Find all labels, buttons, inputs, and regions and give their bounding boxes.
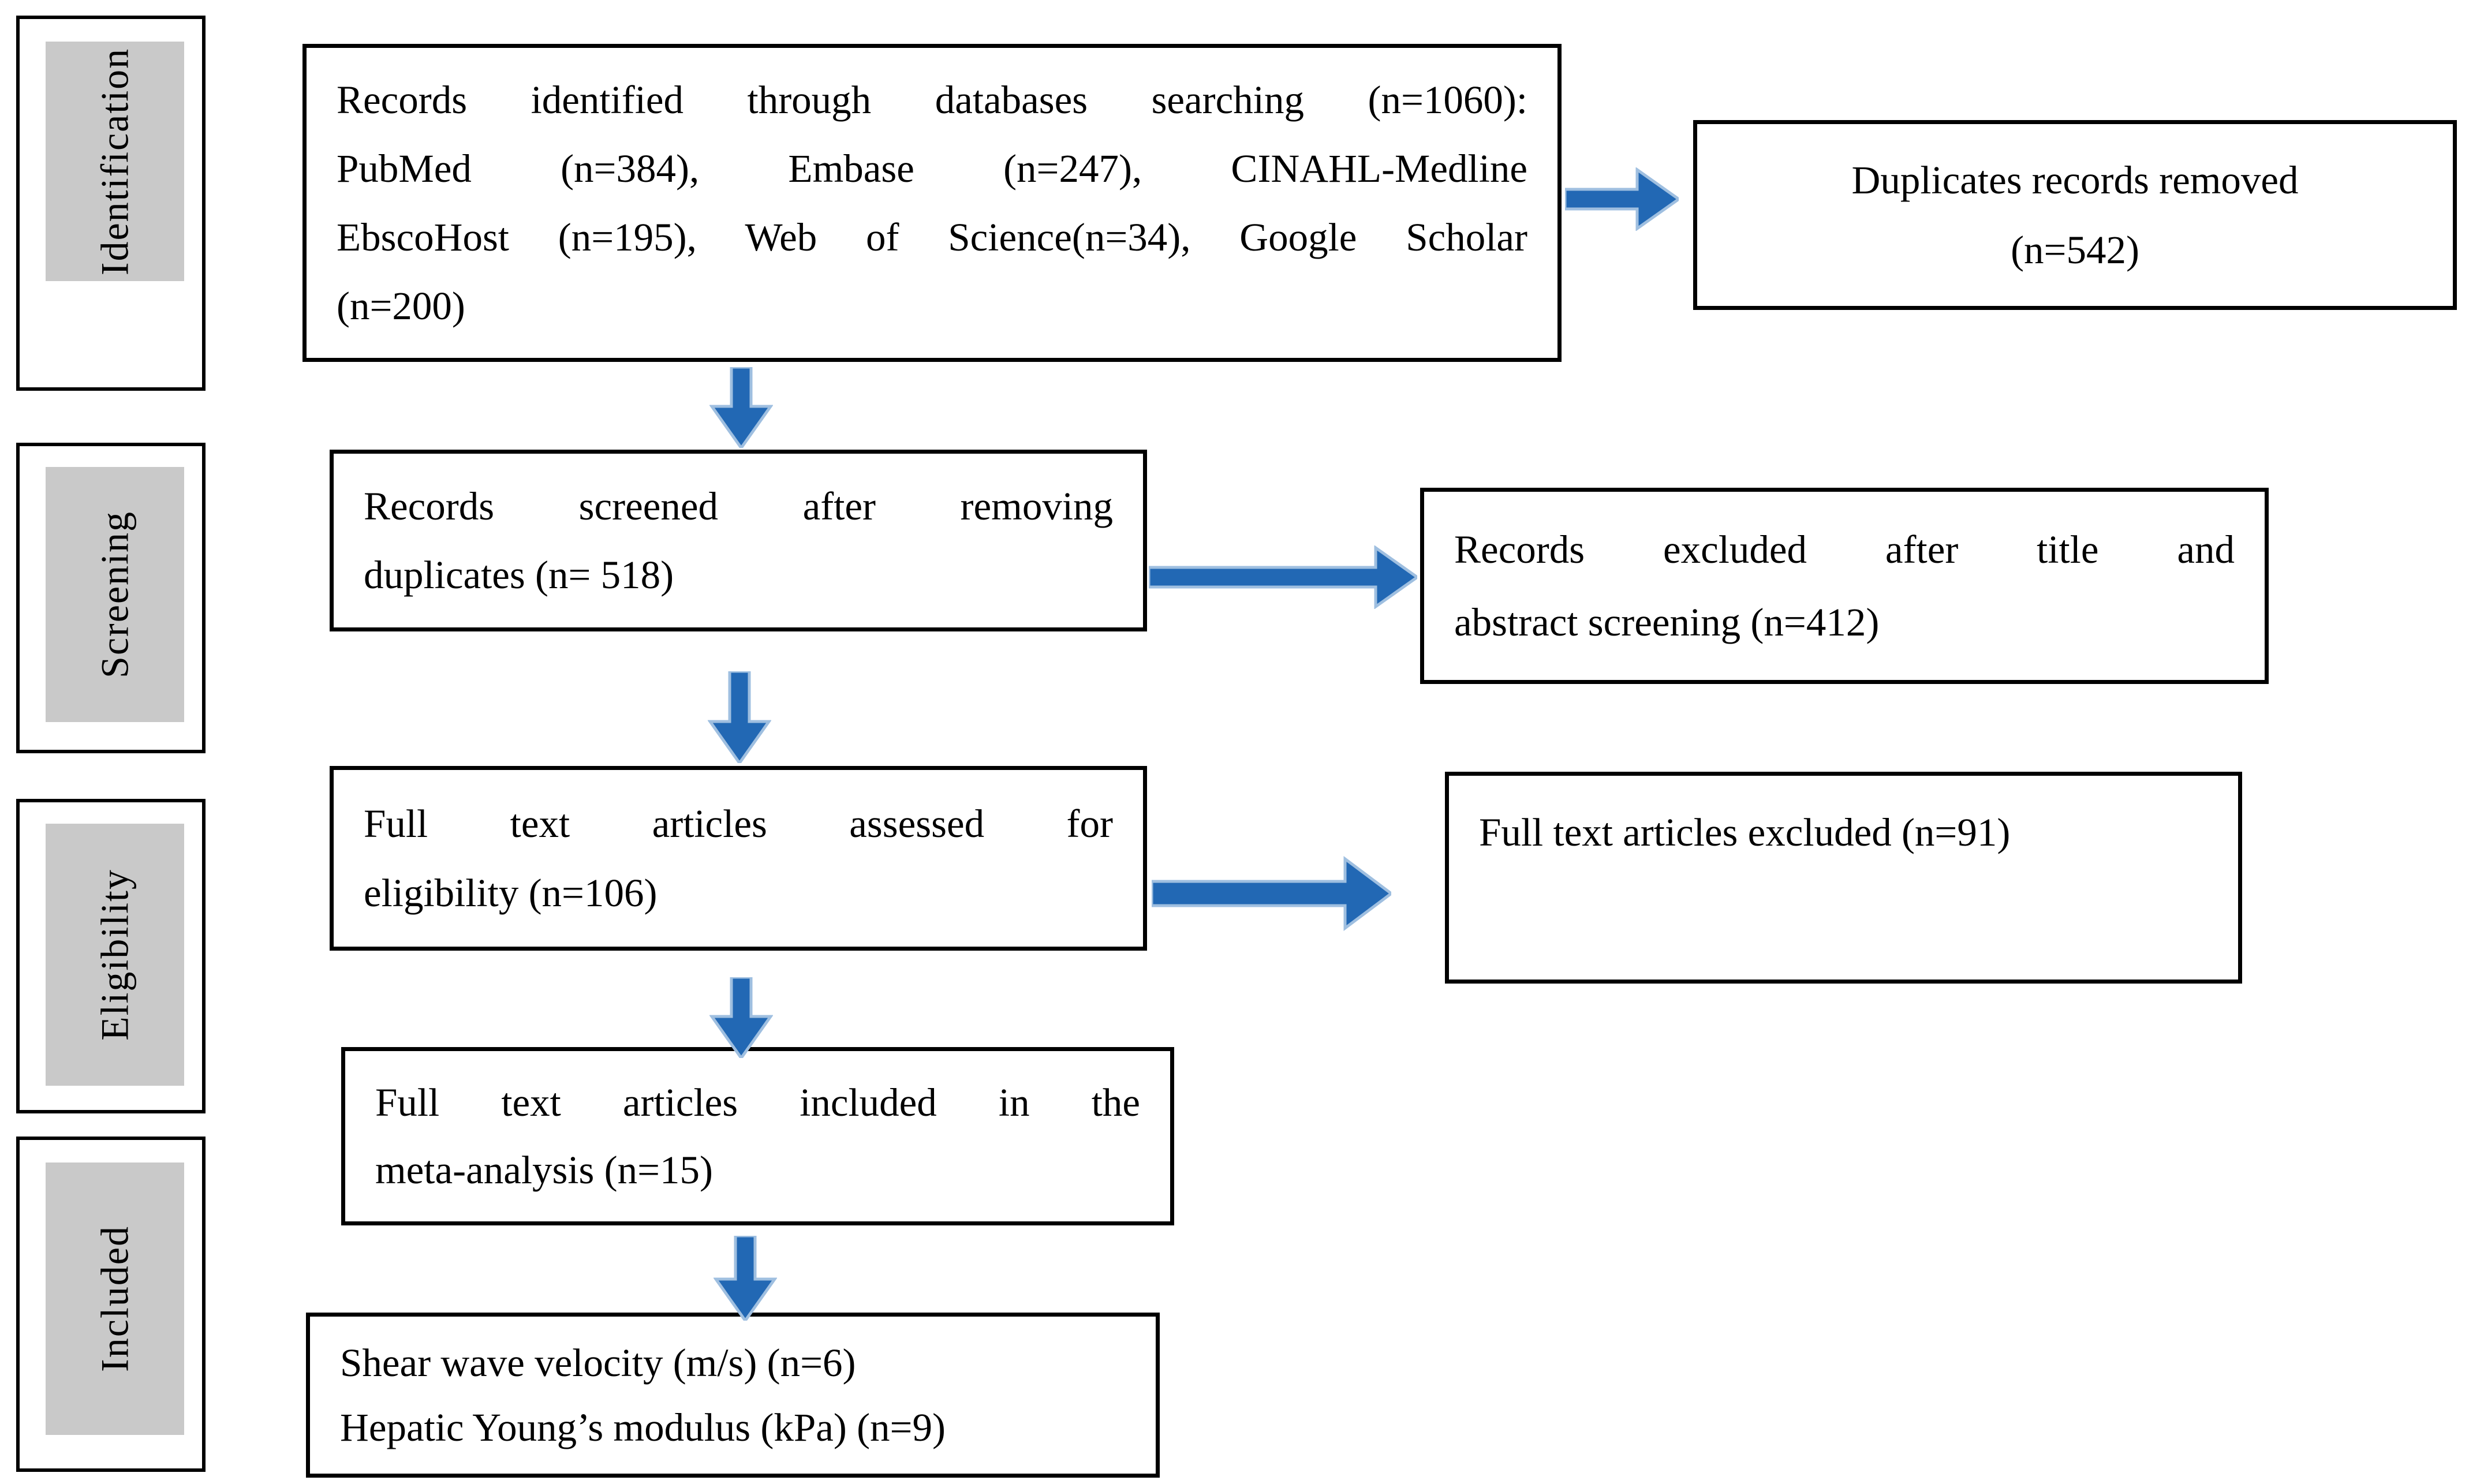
stage-label-eligibility: Eligibility bbox=[92, 869, 137, 1041]
down-arrow-icon bbox=[708, 671, 771, 763]
down-arrow-icon bbox=[709, 367, 773, 448]
records-identified-line: EbscoHost (n=195), Web of Science(n=34),… bbox=[337, 215, 1527, 259]
included-meta-line: Full text articles included in the bbox=[375, 1080, 1140, 1124]
records-screened-line: Records screened after removing bbox=[364, 484, 1113, 529]
arrow-screened-to-assessed-icon bbox=[708, 671, 771, 763]
right-arrow-icon bbox=[1565, 167, 1679, 231]
duplicates-removed-line: Duplicates records removed bbox=[1851, 158, 2299, 203]
box-fulltext-assessed: Full text articles assessed for eligibil… bbox=[330, 766, 1147, 951]
right-arrow-icon bbox=[1152, 856, 1391, 931]
stage-label-included: Included bbox=[92, 1225, 137, 1372]
records-identified-line: (n=200) bbox=[337, 283, 465, 328]
arrow-assessed-to-fulltext-excluded-icon bbox=[1152, 856, 1391, 931]
fulltext-assessed-line: eligibility (n=106) bbox=[364, 870, 658, 915]
arrow-identified-to-duplicates-icon bbox=[1565, 167, 1679, 231]
fulltext-assessed-line: Full text articles assessed for bbox=[364, 801, 1113, 846]
down-arrow-icon bbox=[714, 1236, 777, 1321]
stage-label-screening: Screening bbox=[92, 511, 137, 678]
duplicates-removed-line: (n=542) bbox=[2011, 227, 2139, 272]
stage-fill-eligibility bbox=[46, 824, 184, 1086]
box-duplicates-removed: Duplicates records removed (n=542) bbox=[1693, 120, 2457, 310]
included-meta-line: meta-analysis (n=15) bbox=[375, 1148, 713, 1193]
box-included-meta-analysis: Full text articles included in the meta-… bbox=[341, 1047, 1174, 1225]
box-records-identified: Records identified through databases sea… bbox=[302, 44, 1562, 362]
outcome-measure-line: Shear wave velocity (m/s) (n=6) bbox=[340, 1340, 856, 1385]
fulltext-excluded-line: Full text articles excluded (n=91) bbox=[1479, 810, 2011, 854]
records-identified-line: Records identified through databases sea… bbox=[337, 77, 1527, 122]
box-records-excluded-title-abstract: Records excluded after title and abstrac… bbox=[1420, 488, 2269, 684]
records-excluded-line: Records excluded after title and bbox=[1454, 528, 2235, 572]
stage-fill-screening bbox=[46, 467, 184, 722]
box-outcome-measures: Shear wave velocity (m/s) (n=6) Hepatic … bbox=[306, 1313, 1160, 1478]
stage-fill-included bbox=[46, 1162, 184, 1435]
records-screened-line: duplicates (n= 518) bbox=[364, 552, 674, 597]
down-arrow-icon bbox=[709, 977, 773, 1058]
box-fulltext-excluded: Full text articles excluded (n=91) bbox=[1445, 772, 2242, 984]
right-arrow-icon bbox=[1149, 545, 1417, 609]
stage-fill-identification bbox=[46, 42, 184, 281]
stage-label-identification: Identification bbox=[92, 47, 137, 276]
arrow-screened-to-excluded-icon bbox=[1149, 545, 1417, 609]
outcome-measure-line: Hepatic Young’s modulus (kPa) (n=9) bbox=[340, 1405, 946, 1450]
records-excluded-line: abstract screening (n=412) bbox=[1454, 600, 1880, 644]
records-identified-line: PubMed (n=384), Embase (n=247), CINAHL-M… bbox=[337, 146, 1527, 190]
arrow-included-to-outcomes-icon bbox=[714, 1236, 777, 1321]
arrow-identified-to-screened-icon bbox=[709, 367, 773, 448]
box-records-screened: Records screened after removing duplicat… bbox=[330, 450, 1147, 631]
arrow-assessed-to-included-icon bbox=[709, 977, 773, 1058]
